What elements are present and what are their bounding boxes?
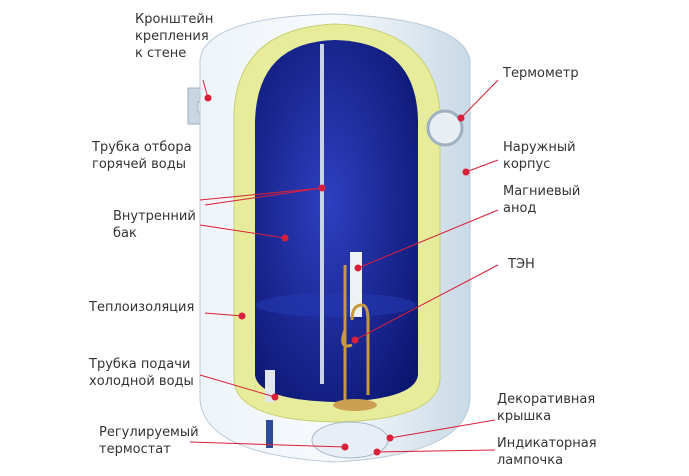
label-line: горячей воды <box>92 157 186 172</box>
label-line: Декоративная <box>497 392 596 407</box>
label-line: бак <box>113 226 137 241</box>
label-line: Трубка подачи <box>89 357 191 372</box>
label-line: к стене <box>135 46 187 61</box>
label-line: термостат <box>99 442 171 457</box>
label-line: холодной воды <box>89 374 194 389</box>
heating-element <box>341 265 370 400</box>
label-line: анод <box>503 201 537 216</box>
label-heater: ТЭН <box>508 256 535 273</box>
label-cover: Декоративная крышка <box>497 391 595 425</box>
label-insulation: Теплоизоляция <box>89 299 194 316</box>
label-thermometer: Термометр <box>503 65 579 82</box>
label-line: корпус <box>503 157 551 172</box>
label-bracket: Кронштейн крепления к стене <box>135 11 213 62</box>
label-line: крепления <box>135 29 209 44</box>
pointer-dots <box>204 94 470 456</box>
label-anode: Магниевый анод <box>503 183 580 217</box>
label-line: Термометр <box>503 66 579 81</box>
label-line: ТЭН <box>508 257 535 272</box>
label-line: лампочка <box>497 453 564 468</box>
label-line: Кронштейн <box>135 12 214 27</box>
label-line: Теплоизоляция <box>89 300 195 315</box>
label-outer-body: Наружный корпус <box>503 139 576 173</box>
label-line: Регулируемый <box>99 425 199 440</box>
inner-tank <box>255 40 418 402</box>
cold-water-pipe <box>265 370 275 402</box>
label-line: Трубка отбора <box>92 140 192 155</box>
pointer-lines <box>189 79 499 453</box>
thermometer <box>426 109 464 147</box>
label-hot-pipe: Трубка отбора горячей воды <box>92 139 192 173</box>
label-line: Магниевый <box>503 184 581 199</box>
hot-water-pipe <box>320 44 324 384</box>
label-cold-pipe: Трубка подачи холодной воды <box>89 356 194 390</box>
label-inner-tank: Внутренний бак <box>113 208 196 242</box>
label-line: Индикаторная <box>497 436 597 451</box>
label-line: Внутренний <box>113 209 196 224</box>
label-line: крышка <box>497 409 552 424</box>
label-thermostat: Регулируемый термостат <box>99 424 199 458</box>
label-lamp: Индикаторная лампочка <box>497 435 597 469</box>
label-line: Наружный <box>503 140 576 155</box>
